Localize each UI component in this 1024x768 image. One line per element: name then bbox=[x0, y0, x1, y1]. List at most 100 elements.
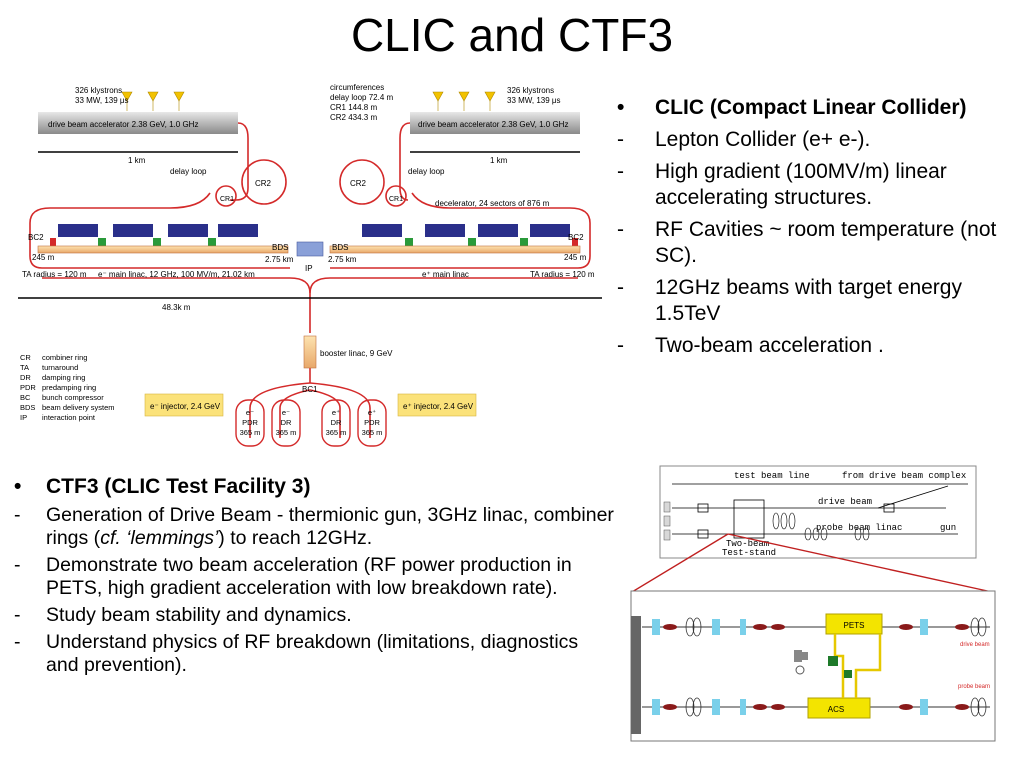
list-item-text: RF Cavities ~ room temperature (not SC). bbox=[655, 218, 997, 267]
klystron-power-right: 33 MW, 139 μs bbox=[507, 96, 561, 105]
klystron-icons-right bbox=[432, 91, 496, 111]
ring-labels: e⁻ PDR 365 m e⁻ DR 365 m e⁺ DR 365 m e⁺ … bbox=[240, 408, 383, 437]
ctf3-bullet-list: • CTF3 (CLIC Test Facility 3) - Generation… bbox=[14, 475, 614, 681]
list-item-text: Lepton Collider (e+ e-). bbox=[655, 128, 871, 151]
lemmings-text: cf. ‘lemmings’ bbox=[100, 527, 219, 549]
clic-heading-item: • CLIC (Compact Linear Collider) bbox=[617, 95, 1017, 121]
ring-type: PDR bbox=[364, 418, 380, 427]
dash-marker: - bbox=[617, 334, 624, 357]
ip-label: IP bbox=[305, 264, 313, 273]
legend-desc: turnaround bbox=[42, 363, 78, 372]
acs-label: ACS bbox=[828, 705, 844, 714]
bds-length-right: 2.75 km bbox=[328, 255, 357, 264]
km-label-left: 1 km bbox=[128, 156, 146, 165]
clic-heading: CLIC (Compact Linear Collider) bbox=[655, 96, 967, 119]
ring-length: 365 m bbox=[362, 428, 383, 437]
slide-title: CLIC and CTF3 bbox=[350, 9, 674, 61]
electron-injector bbox=[144, 393, 224, 417]
from-drive-beam-label: from drive beam complex bbox=[842, 471, 966, 481]
drive-beam-tag: drive beam bbox=[960, 642, 990, 648]
ring-type: DR bbox=[331, 418, 342, 427]
dash-marker: - bbox=[14, 604, 21, 626]
ring-length: 365 m bbox=[240, 428, 261, 437]
list-item-text: Two-beam acceleration . bbox=[655, 334, 884, 357]
cr2-label-right: CR2 bbox=[350, 179, 367, 188]
dash-marker: - bbox=[617, 160, 624, 183]
bc1-label: BC1 bbox=[302, 385, 318, 394]
length-245-right: 245 m bbox=[564, 253, 587, 262]
klystron-icons-left bbox=[121, 91, 185, 111]
ip-block bbox=[296, 241, 324, 257]
clic-bullet-list: • CLIC (Compact Linear Collider) - Lepton … bbox=[617, 95, 1017, 365]
ring-type: DR bbox=[281, 418, 292, 427]
cr1-label-right: CR1 bbox=[389, 196, 403, 203]
legend-desc: predamping ring bbox=[42, 383, 96, 392]
probe-beam-tag: probe beam bbox=[958, 684, 990, 690]
legend-abbr: DR bbox=[20, 373, 31, 382]
drive-beam-label: drive beam bbox=[818, 497, 872, 507]
decelerator-sectors-left bbox=[50, 224, 258, 246]
delay-loop-label-right: delay loop bbox=[408, 167, 445, 176]
probe-linac-label: probe beam linac bbox=[816, 523, 902, 533]
legend-abbr: CR bbox=[20, 353, 31, 362]
two-beam-test-stand-detail: PETS ACS drive beam probe beam bbox=[630, 590, 996, 742]
km-label-right: 1 km bbox=[490, 156, 508, 165]
two-beam-label: Two-beam bbox=[726, 539, 769, 549]
drive-acc-label-left: drive beam accelerator 2.38 GeV, 1.0 GHz bbox=[48, 120, 198, 129]
delay-loop-label-left: delay loop bbox=[170, 167, 207, 176]
drive-beam-accelerator-left bbox=[38, 112, 238, 134]
ring-particle: e⁻ bbox=[282, 408, 290, 417]
list-item-text: Generation of Drive Beam - thermionic gu… bbox=[46, 504, 614, 549]
main-linac-right bbox=[329, 245, 581, 254]
bds-label-left: BDS bbox=[272, 243, 288, 252]
ring-length: 365 m bbox=[276, 428, 297, 437]
test-stand-label: Test-stand bbox=[722, 548, 776, 558]
bullet-marker: • bbox=[14, 475, 22, 498]
main-linac-label-left: e⁻ main linac, 12 GHz, 100 MV/m, 21.02 k… bbox=[98, 270, 255, 279]
dash-marker: - bbox=[14, 504, 21, 526]
klystron-count-left: 326 klystrons bbox=[75, 86, 122, 95]
list-item-text: Understand physics of RF breakdown (limi… bbox=[46, 631, 579, 676]
main-linac-label-right: e⁺ main linac bbox=[422, 270, 469, 279]
legend-desc: damping ring bbox=[42, 373, 85, 382]
cr2-label-left: CR2 bbox=[255, 179, 272, 188]
bds-label-right: BDS bbox=[332, 243, 348, 252]
list-item: - 12GHz beams with target energy 1.5TeV bbox=[617, 275, 1017, 327]
acs-structure bbox=[807, 697, 871, 719]
dash-marker: - bbox=[14, 554, 21, 576]
main-linac-left bbox=[37, 245, 289, 254]
legend-abbr: IP bbox=[20, 413, 27, 422]
pets-structure bbox=[825, 613, 883, 635]
total-length-label: 48.3k m bbox=[162, 303, 191, 312]
list-item-text-tail: ) to reach 12GHz. bbox=[218, 527, 373, 549]
ctf3-heading: CTF3 (CLIC Test Facility 3) bbox=[46, 475, 311, 498]
booster-label: booster linac, 9 GeV bbox=[320, 349, 393, 358]
pets-label: PETS bbox=[844, 621, 865, 630]
length-245-left: 245 m bbox=[32, 253, 55, 262]
delay-loop-length: delay loop 72.4 m bbox=[330, 93, 393, 102]
bds-length-left: 2.75 km bbox=[265, 255, 294, 264]
list-item: - Two-beam acceleration . bbox=[617, 333, 1017, 359]
list-item-text: High gradient (100MV/m) linear accelerat… bbox=[655, 160, 947, 209]
decelerator-sectors-right bbox=[362, 224, 578, 246]
bullet-marker: • bbox=[617, 96, 625, 119]
legend-abbr: BDS bbox=[20, 403, 35, 412]
dash-marker: - bbox=[617, 276, 624, 299]
ring-particle: e⁻ bbox=[246, 408, 254, 417]
dash-marker: - bbox=[617, 128, 624, 151]
circumferences-label: circumferences bbox=[330, 83, 384, 92]
drive-acc-label-right: drive beam accelerator 2.38 GeV, 1.0 GHz bbox=[418, 120, 568, 129]
list-item-text: 12GHz beams with target energy 1.5TeV bbox=[655, 276, 962, 325]
ring-particle: e⁺ bbox=[332, 408, 340, 417]
list-item: -RF Cavities ~ room temperature (not SC)… bbox=[617, 217, 1017, 269]
list-item: - Generation of Drive Beam - thermionic g… bbox=[14, 504, 614, 550]
legend-abbr: BC bbox=[20, 393, 31, 402]
legend-abbr: PDR bbox=[20, 383, 36, 392]
list-item-text: Study beam stability and dynamics. bbox=[46, 604, 352, 626]
list-item: -Demonstrate two beam acceleration (RF p… bbox=[14, 554, 614, 600]
ta-radius-right: TA radius = 120 m bbox=[530, 270, 595, 279]
positron-injector bbox=[397, 393, 477, 417]
bc2-label-right: BC2 bbox=[568, 233, 584, 242]
dash-marker: - bbox=[14, 631, 21, 653]
klystron-count-right: 326 klystrons bbox=[507, 86, 554, 95]
